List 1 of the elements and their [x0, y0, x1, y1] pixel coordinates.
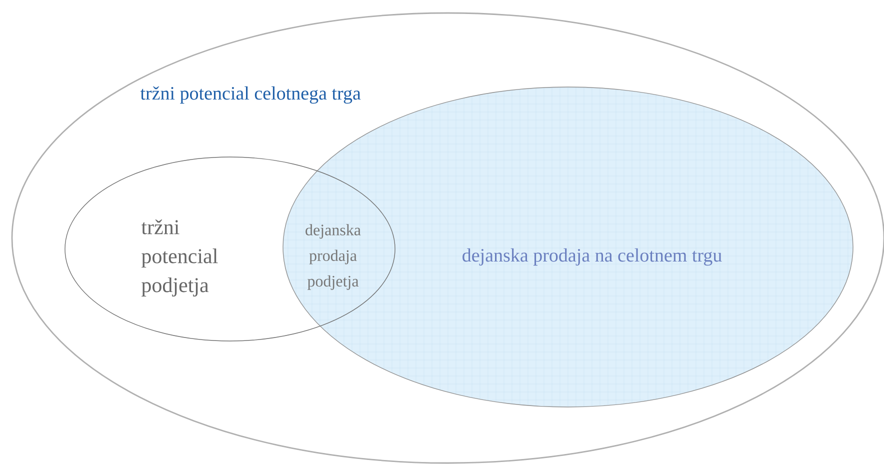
overlap-label: dejanska prodaja podjetja [306, 224, 361, 290]
